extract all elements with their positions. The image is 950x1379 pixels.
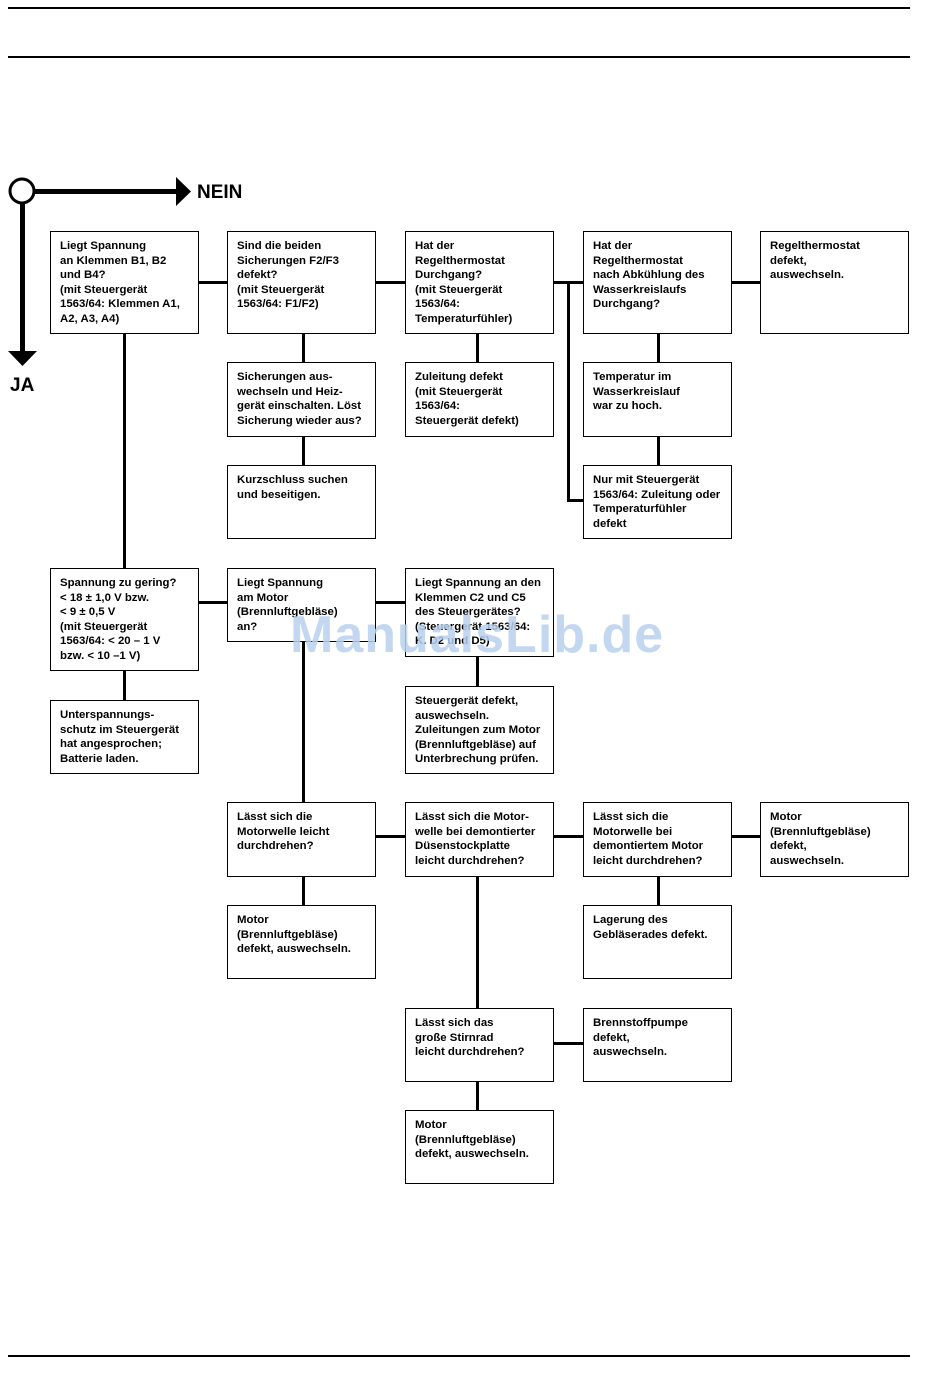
connector-n4-n8 xyxy=(657,333,660,363)
node-replace-fuel-pump: Brennstoffpumpe defekt, auswechseln. xyxy=(583,1008,732,1082)
legend-no-label: NEIN xyxy=(197,182,243,203)
connector-n12-n13 xyxy=(375,601,406,604)
header-rule xyxy=(8,56,910,58)
node-shaft-nozzle-plate-removed: Lässt sich die Motor- welle bei demontie… xyxy=(405,802,554,877)
node-thermostat-after-cooling: Hat der Regelthermostat nach Abkühlung d… xyxy=(583,231,732,334)
node-thermostat-continuity: Hat der Regelthermostat Durchgang? (mit … xyxy=(405,231,554,334)
connector-n2-n3 xyxy=(375,281,406,284)
node-replace-thermostat: Regelthermostat defekt, auswechseln. xyxy=(760,231,909,334)
footer-rule xyxy=(8,1355,910,1357)
legend-yes-arrow-shaft xyxy=(20,203,25,353)
node-shaft-motor-removed: Lässt sich die Motorwelle bei demontiert… xyxy=(583,802,732,877)
legend-start-circle xyxy=(8,177,36,205)
connector-n17-n22 xyxy=(476,876,479,1009)
connector-n22-n23 xyxy=(553,1042,584,1045)
node-voltage-at-motor: Liegt Spannung am Motor (Brennluftgebläs… xyxy=(227,568,376,642)
node-fan-bearing-defective: Lagerung des Gebläserades defekt. xyxy=(583,905,732,979)
legend-no-arrow-head xyxy=(176,177,191,206)
node-fuses-defective: Sind die beiden Sicherungen F2/F3 defekt… xyxy=(227,231,376,334)
legend-no-arrow-shaft xyxy=(34,189,178,194)
connector-n18-n19 xyxy=(731,835,761,838)
connector-n11-n12 xyxy=(198,601,228,604)
node-lead-or-sensor-defective: Nur mit Steuergerät 1563/64: Zuleitung o… xyxy=(583,465,732,539)
node-voltage-c2-c5: Liegt Spannung an den Klemmen C2 und C5 … xyxy=(405,568,554,657)
connector-n17-n18 xyxy=(553,835,584,838)
connector-n22-n24 xyxy=(476,1081,479,1111)
connector-n3-n7 xyxy=(476,333,479,363)
connector-n16-n20 xyxy=(302,876,305,906)
node-control-unit-defective: Steuergerät defekt, auswechseln. Zuleitu… xyxy=(405,686,554,774)
connector-n13-n15 xyxy=(476,656,479,687)
connector-n6-n9 xyxy=(302,436,305,466)
connector-n2-n6 xyxy=(302,333,305,363)
node-undervoltage-protection: Unterspannungs- schutz im Steuergerät ha… xyxy=(50,700,199,774)
node-replace-motor-a: Motor (Brennluftgebläse) defekt, auswech… xyxy=(760,802,909,877)
node-replace-fuses: Sicherungen aus- wechseln und Heiz- gerä… xyxy=(227,362,376,437)
connector-n18-n21 xyxy=(657,876,660,906)
node-voltage-b1-b2-b4: Liegt Spannung an Klemmen B1, B2 und B4?… xyxy=(50,231,199,334)
connector-n4-n5 xyxy=(731,281,761,284)
connector-n1-n2 xyxy=(198,281,228,284)
connector-n3-n10-vertical xyxy=(567,281,570,502)
node-replace-motor-c: Motor (Brennluftgebläse) defekt, auswech… xyxy=(405,1110,554,1184)
legend-yes-label: JA xyxy=(10,375,35,396)
connector-n3-n10-horizontal xyxy=(567,499,584,502)
node-water-temp-high: Temperatur im Wasserkreislauf war zu hoc… xyxy=(583,362,732,437)
connector-n11-n14 xyxy=(123,670,126,701)
connector-n8-n10 xyxy=(657,436,660,466)
connector-n12-n16 xyxy=(302,641,305,803)
node-spur-gear-turns: Lässt sich das große Stirnrad leicht dur… xyxy=(405,1008,554,1082)
top-rule xyxy=(8,7,910,9)
node-motor-shaft-turns: Lässt sich die Motorwelle leicht durchdr… xyxy=(227,802,376,877)
node-find-short-circuit: Kurzschluss suchen und beseitigen. xyxy=(227,465,376,539)
node-lead-defective: Zuleitung defekt (mit Steuergerät 1563/6… xyxy=(405,362,554,437)
legend-yes-arrow-head xyxy=(8,351,37,366)
connector-n1-n11 xyxy=(123,333,126,570)
connector-n16-n17 xyxy=(375,835,406,838)
node-replace-motor-b: Motor (Brennluftgebläse) defekt, auswech… xyxy=(227,905,376,979)
node-voltage-too-low: Spannung zu gering? < 18 ± 1,0 V bzw. < … xyxy=(50,568,199,671)
